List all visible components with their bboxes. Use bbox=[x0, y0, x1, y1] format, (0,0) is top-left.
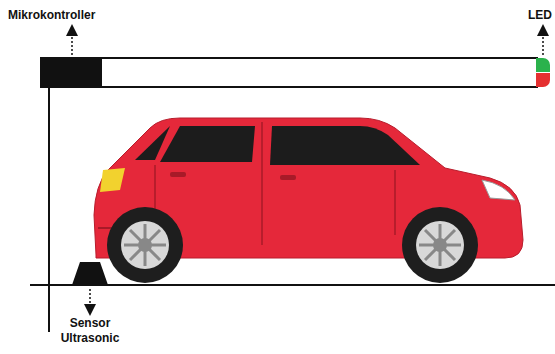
top-rail bbox=[40, 58, 538, 87]
leader-line bbox=[89, 289, 91, 310]
led-green bbox=[536, 58, 550, 72]
led-label: LED bbox=[528, 8, 552, 23]
leader-line bbox=[71, 30, 73, 55]
pole bbox=[48, 87, 50, 332]
microcontroller-label: Mikrokontroller bbox=[8, 8, 95, 23]
led-red bbox=[536, 73, 550, 87]
car bbox=[94, 118, 523, 283]
ultrasonic-sensor bbox=[72, 262, 108, 285]
ground-line bbox=[30, 284, 555, 286]
sensor-label: Sensor Ultrasonic bbox=[50, 316, 130, 346]
leader-line bbox=[542, 30, 544, 55]
microcontroller-box bbox=[42, 58, 102, 87]
